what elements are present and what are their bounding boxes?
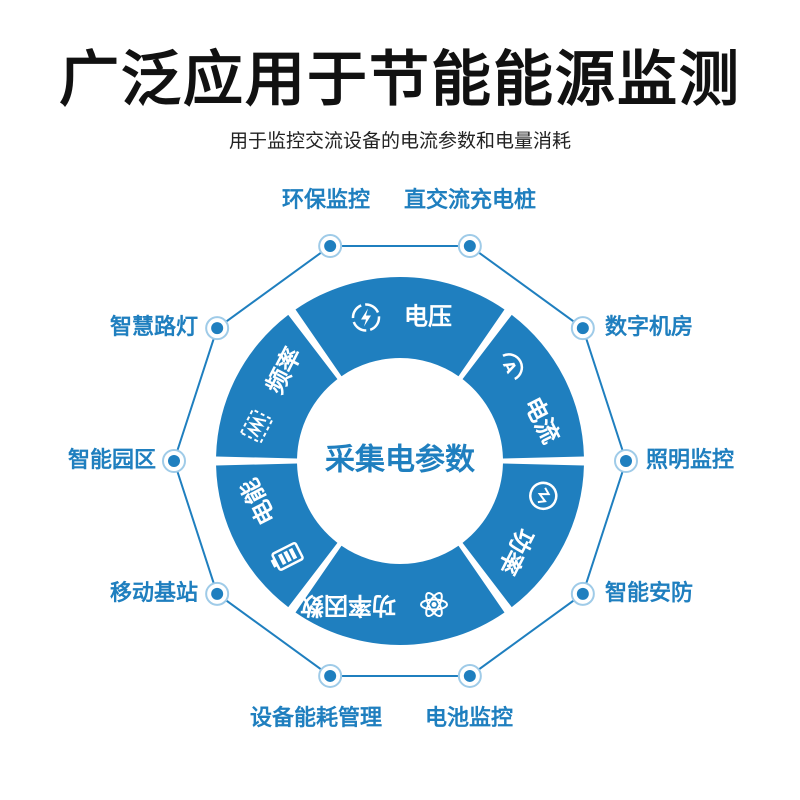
network-node xyxy=(205,316,230,341)
parameter-segment xyxy=(462,463,584,608)
application-label: 智能园区 xyxy=(67,448,156,473)
parameter-segment xyxy=(216,463,338,608)
application-network xyxy=(162,234,638,688)
segment-label: 电压 xyxy=(404,303,452,331)
parameter-segment xyxy=(295,545,505,645)
segment-label: 功率因数 xyxy=(299,592,396,620)
application-label: 照明监控 xyxy=(646,448,735,473)
segment-content: 功率因数 xyxy=(299,591,448,620)
lightning-circle-icon xyxy=(351,303,381,332)
network-node xyxy=(205,581,230,606)
battery-icon xyxy=(270,541,304,571)
network-node xyxy=(318,234,343,259)
page-subtitle: 用于监控交流设备的电流参数和电量消耗 xyxy=(228,130,571,152)
network-node xyxy=(162,449,186,473)
network-node xyxy=(570,581,595,606)
page-title: 广泛应用于节能能源监测 xyxy=(59,45,741,115)
network-node xyxy=(570,316,595,341)
parameter-segment xyxy=(216,314,338,459)
center-label: 采集电参数 xyxy=(325,443,476,478)
wave-circle-icon xyxy=(529,481,558,511)
application-label: 直交流充电桩 xyxy=(404,188,537,213)
network-node xyxy=(457,234,482,259)
atom-icon xyxy=(420,591,448,618)
application-label: 智能安防 xyxy=(605,581,694,606)
application-label: 环保监控 xyxy=(282,188,371,213)
network-node xyxy=(614,449,638,473)
center-hub: 采集电参数 xyxy=(325,443,476,478)
application-label: 智慧路灯 xyxy=(109,315,198,340)
waveform-icon xyxy=(239,408,274,445)
application-label: 移动基站 xyxy=(109,581,198,606)
application-label: 电池监控 xyxy=(425,706,514,731)
application-label: 设备能耗管理 xyxy=(250,706,383,731)
segment-content: 电压 xyxy=(351,303,452,332)
network-node xyxy=(457,663,482,688)
network-node xyxy=(318,663,343,688)
parameter-segment xyxy=(295,276,505,377)
parameter-segment xyxy=(462,314,584,459)
application-label: 数字机房 xyxy=(605,315,694,340)
